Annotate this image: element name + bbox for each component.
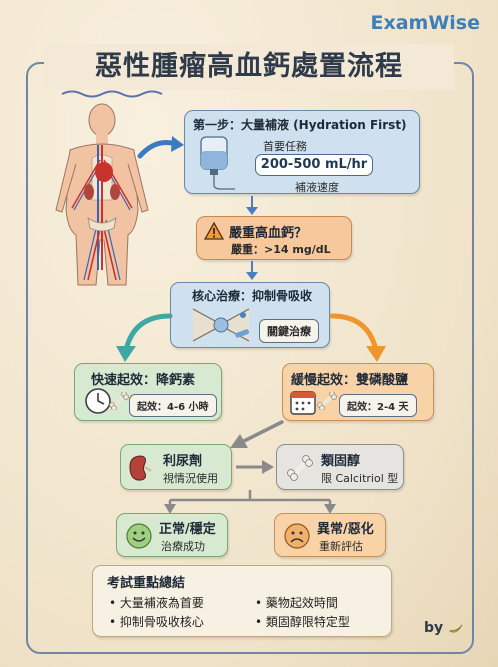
fast-onset-calcitonin-box: 快速起效：降鈣素 起效：4-6 小時 bbox=[74, 363, 222, 421]
normal-title: 正常/穩定 bbox=[159, 522, 216, 537]
summary-item-2: • 抑制骨吸收核心 bbox=[109, 615, 204, 629]
summary-title: 考試重點總結 bbox=[107, 576, 186, 591]
step1-hydration-box: 第一步：大量補液 (Hydration First) 首要任務 200-500 … bbox=[184, 110, 420, 194]
arrow-core-to-fast bbox=[116, 313, 173, 362]
arrows-to-outcomes bbox=[164, 490, 336, 514]
clock-icon bbox=[85, 388, 111, 414]
footer-credit: by bbox=[424, 620, 464, 636]
summary-item-3: • 藥物起效時間 bbox=[255, 596, 338, 610]
diuretic-note: 視情況使用 bbox=[163, 472, 218, 485]
diuretic-title: 利尿劑 bbox=[163, 454, 203, 469]
normal-note: 治療成功 bbox=[161, 540, 205, 553]
hydration-rate-value: 200-500 mL/hr bbox=[255, 154, 373, 176]
footer-by-text: by bbox=[424, 620, 444, 636]
arrow-severe-to-core bbox=[246, 261, 258, 280]
arrow-step1-to-severe bbox=[246, 196, 258, 215]
arrow-to-diuretic bbox=[230, 420, 284, 448]
calendar-icon bbox=[290, 391, 316, 415]
slow-onset-time: 起效：2-4 天 bbox=[339, 394, 417, 417]
core-treatment-box: 核心治療：抑制骨吸收 關鍵治療 bbox=[170, 282, 330, 348]
bone-icon bbox=[317, 392, 337, 410]
smile-face-icon bbox=[126, 523, 152, 549]
step1-title: 第一步：大量補液 (Hydration First) bbox=[193, 118, 407, 132]
bone-icon bbox=[287, 455, 313, 481]
summary-item-4: • 類固醇限特定型 bbox=[255, 615, 350, 629]
slow-onset-bisphosphonate-box: 緩慢起效：雙磷酸鹽 起效：2-4 天 bbox=[282, 363, 434, 421]
bone-joint-icon bbox=[192, 308, 250, 342]
title-underline-decoration bbox=[61, 90, 163, 98]
fast-title: 快速起效：降鈣素 bbox=[91, 373, 196, 388]
core-title: 核心治療：抑制骨吸收 bbox=[191, 289, 312, 303]
bone-icon bbox=[109, 392, 129, 410]
summary-item-1: • 大量補液為首要 bbox=[109, 596, 204, 610]
abnormal-title: 異常/惡化 bbox=[317, 522, 374, 537]
severe-hypercalcemia-box: 嚴重高血鈣？ 嚴重：>14 mg/dL bbox=[196, 216, 352, 260]
hydration-rate-label: 補液速度 bbox=[295, 181, 339, 194]
primary-task-label: 首要任務 bbox=[263, 140, 307, 153]
exam-summary-box: 考試重點總結 • 大量補液為首要 • 抑制骨吸收核心 • 藥物起效時間 • 類固… bbox=[92, 565, 392, 637]
kidney-icon bbox=[129, 455, 152, 481]
banana-logo-icon bbox=[448, 624, 463, 633]
severe-title: 嚴重高血鈣？ bbox=[229, 226, 308, 241]
sad-face-icon bbox=[284, 523, 310, 549]
fast-onset-time: 起效：4-6 小時 bbox=[129, 394, 217, 417]
arrow-core-to-slow bbox=[329, 313, 386, 362]
warning-icon bbox=[204, 222, 224, 240]
page-title: 惡性腫瘤高血鈣處置流程 bbox=[44, 44, 454, 90]
slow-title: 緩慢起效：雙磷酸鹽 bbox=[291, 373, 409, 388]
diuretic-box: 利尿劑 視情況使用 bbox=[120, 444, 232, 490]
brand-logo: ExamWise bbox=[370, 12, 480, 34]
outcome-abnormal-box: 異常/惡化 重新評估 bbox=[274, 513, 386, 557]
iv-bag-icon bbox=[200, 136, 235, 190]
severe-criterion: 嚴重：>14 mg/dL bbox=[231, 243, 331, 256]
steroid-title: 類固醇 bbox=[321, 454, 361, 469]
steroid-note: 限 Calcitriol 型 bbox=[321, 472, 399, 485]
abnormal-note: 重新評估 bbox=[319, 540, 363, 553]
arrow-diuretic-to-steroid bbox=[236, 460, 274, 474]
outcome-normal-box: 正常/穩定 治療成功 bbox=[116, 513, 228, 557]
arrow-to-step1 bbox=[137, 136, 184, 159]
key-treatment-badge: 關鍵治療 bbox=[259, 319, 319, 343]
steroid-box: 類固醇 限 Calcitriol 型 bbox=[276, 444, 404, 490]
human-anatomy-illustration bbox=[55, 103, 149, 286]
